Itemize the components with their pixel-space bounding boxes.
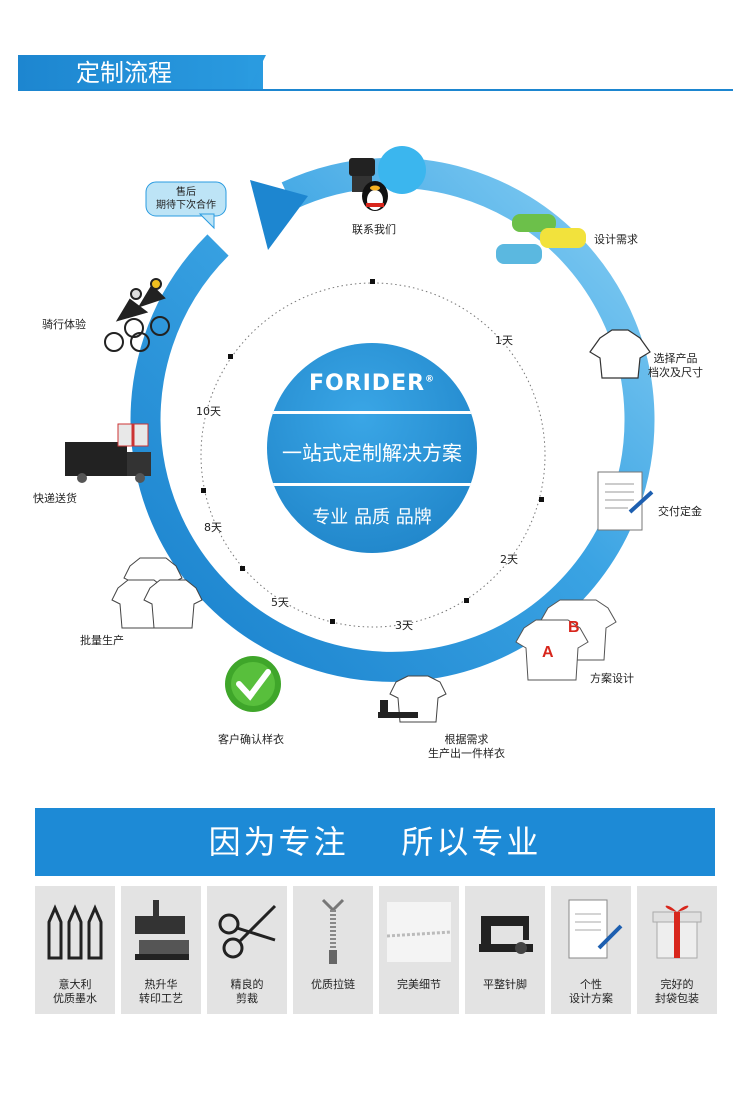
day-mark: 1天	[495, 334, 513, 347]
feature-card-detail: 完美细节	[379, 886, 459, 1014]
day-mark: 2天	[500, 553, 518, 566]
day-mark: 3天	[395, 619, 413, 632]
chat-bubbles-icon	[496, 214, 586, 264]
jersey-stack-icon	[111, 557, 203, 629]
svg-text:B: B	[568, 619, 580, 636]
step-label-ride: 骑行体验	[42, 318, 86, 331]
timeline-markers	[201, 279, 544, 624]
gift-box-icon	[652, 905, 702, 959]
truck-icon	[65, 423, 151, 483]
design-paper-icon	[568, 899, 623, 959]
slogan-main: 一站式定制解决方案	[282, 441, 462, 465]
document-pen-icon	[597, 471, 654, 531]
step-label-sample: 根据需求 生产出一件样衣	[428, 733, 505, 760]
after-sale-label: 售后 期待下次合作	[156, 187, 216, 211]
step-label-plan-design: 方案设计	[590, 672, 634, 685]
svg-text:A: A	[542, 644, 554, 661]
feature-label: 热升华 转印工艺	[139, 978, 183, 1005]
day-mark: 10天	[196, 405, 221, 418]
slogan-sub: 专业 品质 品牌	[312, 507, 432, 528]
check-icon	[225, 656, 281, 712]
ink-bottles-icon	[47, 904, 103, 960]
feature-card-package: 完好的 封袋包装	[637, 886, 717, 1014]
step-label-delivery: 快递送货	[33, 492, 77, 505]
cyclists-icon	[104, 278, 170, 352]
feature-card-zipper: 优质拉链	[293, 886, 373, 1014]
disc-divider	[267, 483, 477, 486]
feature-label: 意大利 优质墨水	[53, 978, 97, 1005]
page-title: 定制流程	[76, 59, 172, 87]
sewing-jersey-icon	[378, 675, 447, 723]
feature-label: 平整针脚	[483, 978, 527, 991]
jersey-icon	[589, 329, 651, 379]
step-label-design-needs: 设计需求	[594, 233, 638, 246]
fabric-detail-icon	[387, 902, 451, 962]
scissors-icon	[218, 904, 277, 959]
day-mark: 5天	[271, 596, 289, 609]
ring-arrowhead	[250, 180, 308, 250]
feature-label: 完美细节	[397, 978, 441, 991]
brand-logo-text: FORIDER®	[308, 371, 436, 396]
disc-divider	[267, 411, 477, 414]
header-slant	[248, 55, 266, 91]
step-label-mass-production: 批量生产	[80, 634, 124, 647]
phone-qq-icon	[349, 146, 426, 211]
day-mark: 8天	[204, 521, 222, 534]
feature-card-stitch: 平整针脚	[465, 886, 545, 1014]
step-label-select-product: 选择产品 档次及尺寸	[648, 352, 703, 379]
banner-slogan: 因为专注 所以专业	[208, 823, 542, 861]
feature-label: 个性 设计方案	[569, 978, 613, 1005]
step-label-deposit: 交付定金	[658, 505, 702, 518]
feature-card-ink: 意大利 优质墨水	[35, 886, 115, 1014]
process-cycle-diagram: B A	[65, 146, 655, 723]
header-divider	[18, 89, 733, 91]
ab-jerseys-icon: B A	[515, 599, 617, 681]
feature-card-design: 个性 设计方案	[551, 886, 631, 1014]
after-sale-bubble	[145, 181, 227, 230]
feature-card-heat-press: 热升华 转印工艺	[121, 886, 201, 1014]
header-bar	[18, 55, 263, 91]
sewing-machine-icon	[479, 916, 533, 954]
heat-press-icon	[135, 900, 189, 960]
feature-label: 优质拉链	[311, 978, 355, 991]
feature-label: 精良的 剪裁	[230, 978, 264, 1005]
focus-banner: 因为专注 所以专业	[35, 808, 715, 876]
feature-label: 完好的 封袋包装	[655, 978, 699, 1005]
step-label-confirm: 客户确认样衣	[218, 733, 284, 746]
brand-center-disc: FORIDER® 一站式定制解决方案 专业 品质 品牌	[267, 343, 477, 553]
step-label-contact: 联系我们	[352, 223, 396, 236]
feature-card-cutting: 精良的 剪裁	[207, 886, 287, 1014]
zipper-icon	[321, 898, 345, 964]
